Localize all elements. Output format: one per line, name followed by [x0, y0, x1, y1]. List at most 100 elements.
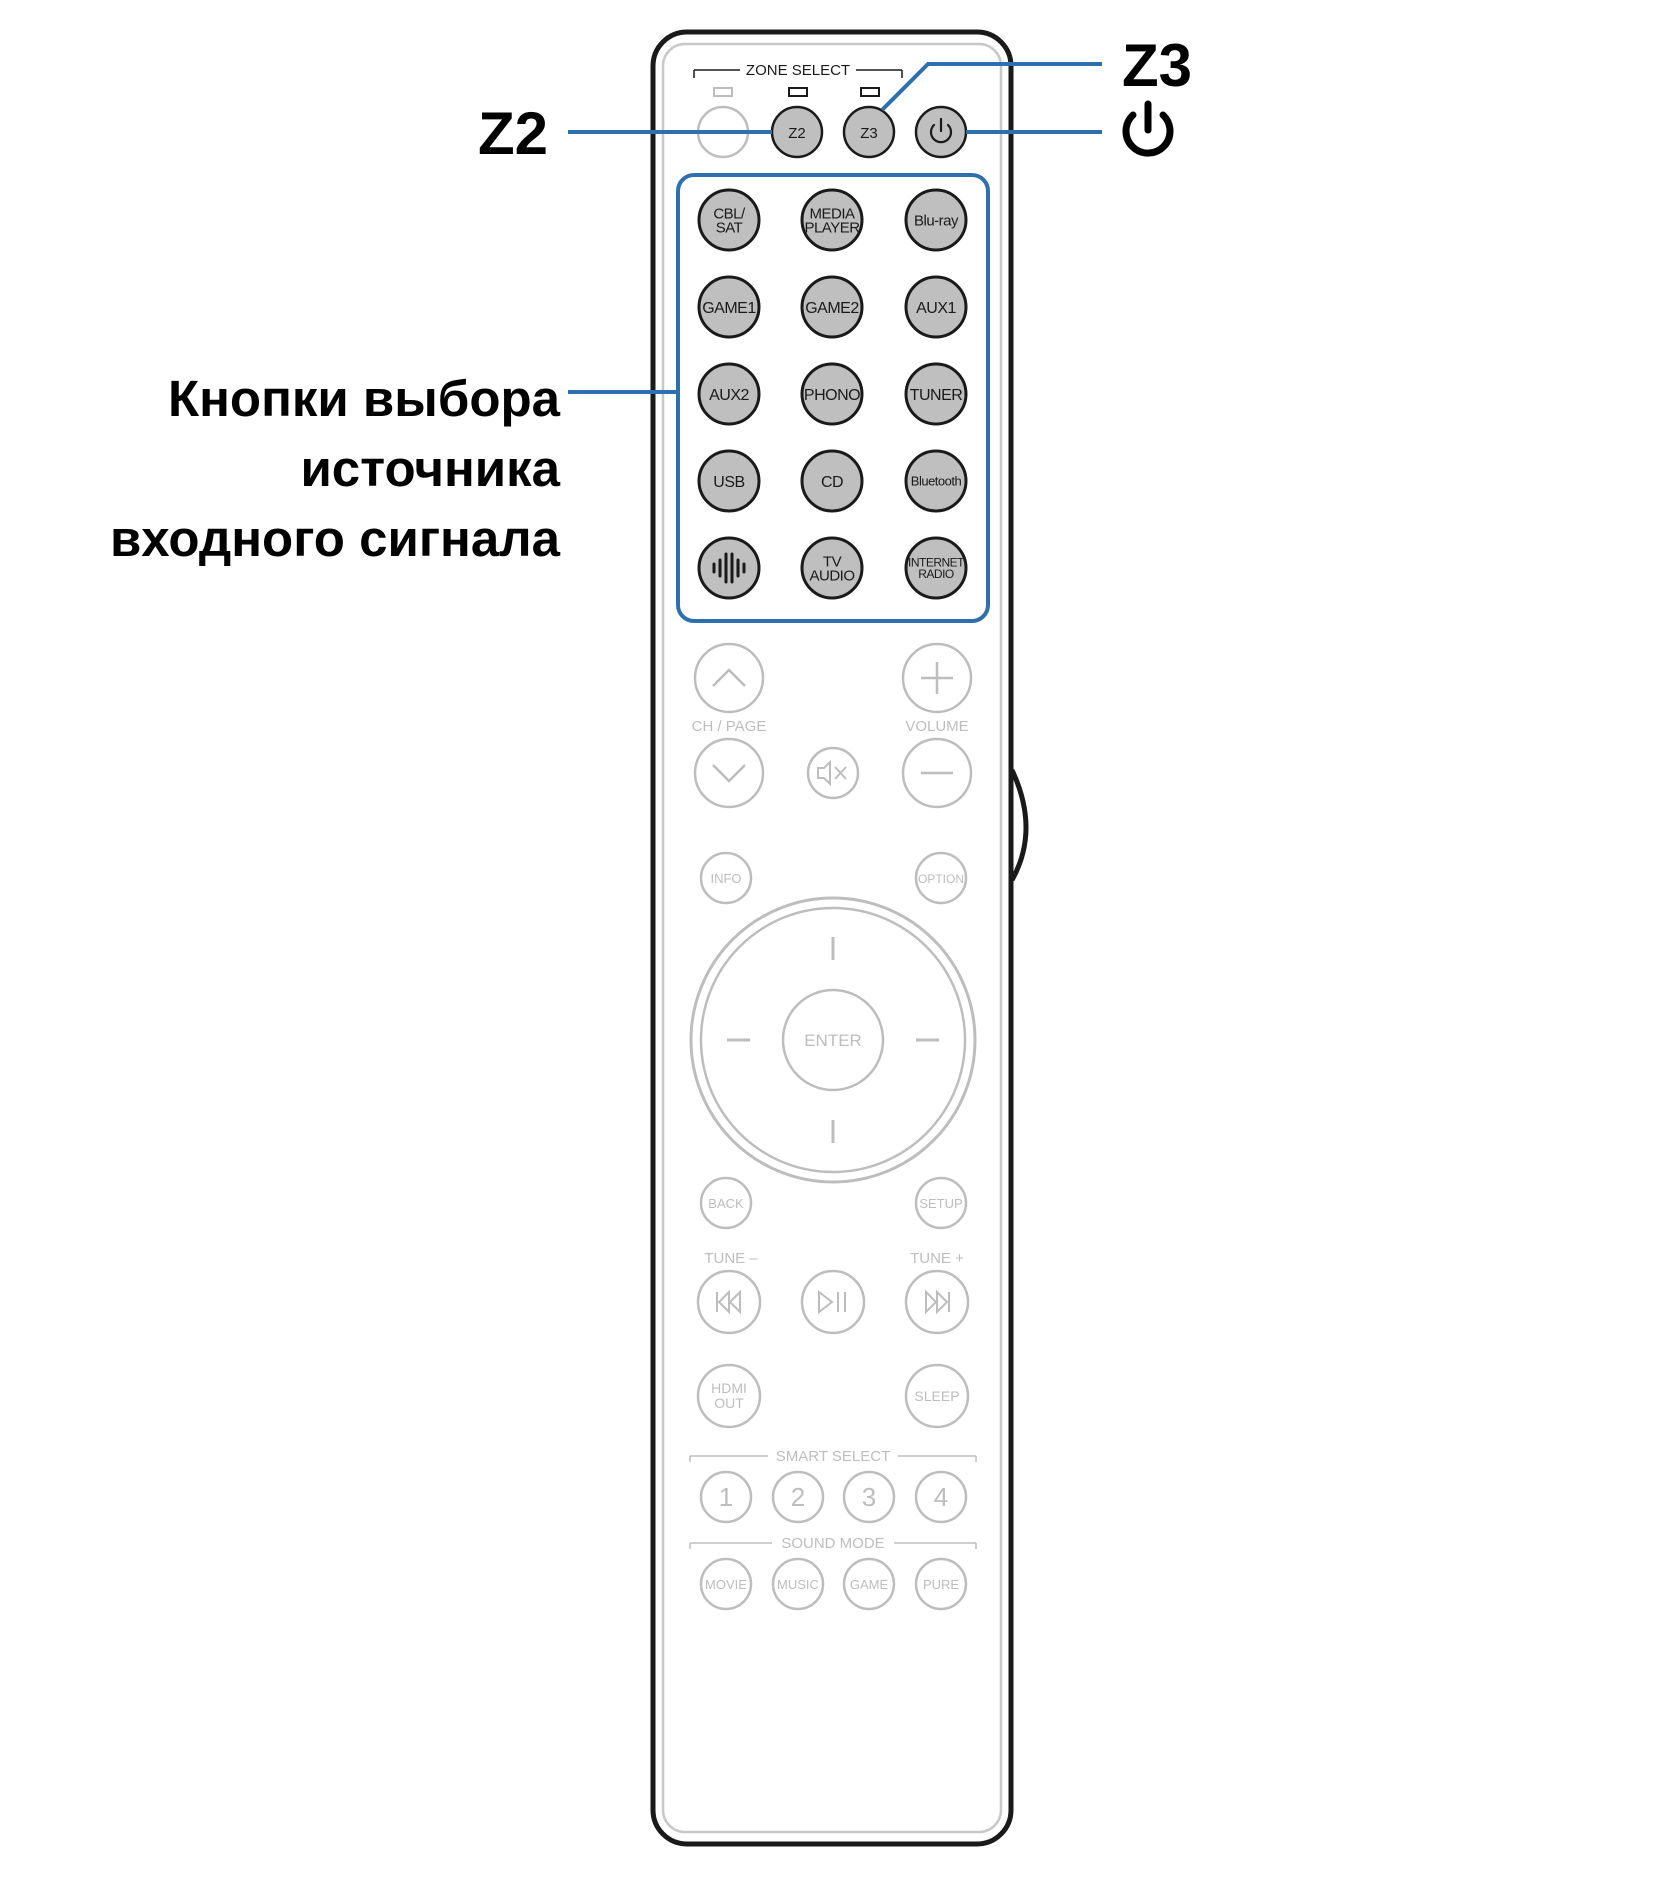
input-button-aux2-circle[interactable] [697, 362, 761, 426]
input-button-cbl-sat-label: SAT [716, 220, 743, 237]
input-button-game2[interactable]: GAME2 [800, 275, 864, 339]
smart-select-button-4-circle[interactable] [914, 1470, 968, 1524]
play-pause-button[interactable] [800, 1269, 866, 1335]
input-select-highlight [676, 173, 990, 623]
sound-mode-button-game[interactable]: GAME [842, 1557, 896, 1611]
sleep-label: SLEEP [914, 1388, 959, 1404]
input-button-game1[interactable]: GAME1 [697, 275, 761, 339]
input-button-bluetooth[interactable]: Bluetooth [904, 449, 968, 513]
mute-icon [817, 759, 847, 787]
input-button-cd-circle[interactable] [800, 449, 864, 513]
volume-down-button[interactable] [901, 737, 973, 809]
zone-select-label: ZONE SELECT [746, 62, 850, 79]
input-button-heos[interactable] [697, 536, 761, 600]
play-pause-icon [818, 1289, 846, 1315]
input-button-internet-radio-label: RADIO [918, 567, 954, 581]
input-button-usb[interactable]: USB [697, 449, 761, 513]
zone3-button-label: Z3 [860, 125, 878, 142]
skip-back-button[interactable] [696, 1269, 762, 1335]
tune-minus-label: TUNE – [704, 1250, 758, 1267]
smart-select-header [689, 1455, 977, 1462]
smart-select-button-2[interactable]: 2 [771, 1470, 825, 1524]
input-button-media-player-label: PLAYER [804, 220, 860, 237]
input-button-aux1-label: AUX1 [916, 300, 956, 317]
input-select-callout-line1: Кнопки выбора [167, 370, 560, 427]
power-callout [1118, 100, 1178, 162]
sound-mode-button-pure-circle[interactable] [914, 1557, 968, 1611]
ch-page-down-button[interactable] [693, 737, 765, 809]
input-button-bluetooth-circle[interactable] [904, 449, 968, 513]
volume-up-button[interactable] [901, 642, 973, 714]
main-zone-indicator [713, 87, 733, 97]
input-button-cbl-sat-label: CBL/ [713, 205, 746, 222]
input-button-game2-circle[interactable] [800, 275, 864, 339]
chevron-up-icon [712, 668, 746, 687]
input-button-cbl-sat-circle[interactable] [697, 188, 761, 252]
skip-forward-button[interactable] [904, 1269, 970, 1335]
input-button-cd[interactable]: CD [800, 449, 864, 513]
input-button-media-player-circle[interactable] [800, 188, 864, 252]
smart-select-label: SMART SELECT [776, 1448, 890, 1465]
sound-mode-label: SOUND MODE [781, 1535, 884, 1552]
input-button-blu-ray-label: Blu-ray [914, 212, 959, 229]
input-select-callout-line3: входного сигнала [109, 510, 560, 567]
smart-select-button-3-circle[interactable] [842, 1470, 896, 1524]
input-button-internet-radio-circle[interactable] [904, 536, 968, 600]
sound-mode-button-pure-label: PURE [923, 1577, 959, 1592]
input-button-tuner-circle[interactable] [904, 362, 968, 426]
sound-mode-button-movie-label: MOVIE [705, 1577, 747, 1592]
ch-page-up-button[interactable] [693, 642, 765, 714]
input-button-game1-circle[interactable] [697, 275, 761, 339]
input-button-aux2[interactable]: AUX2 [697, 362, 761, 426]
back-button[interactable] [699, 1176, 753, 1230]
sound-mode-button-movie[interactable]: MOVIE [699, 1557, 753, 1611]
setup-button[interactable] [914, 1176, 968, 1230]
input-button-aux1-circle[interactable] [904, 275, 968, 339]
zone2-indicator [788, 87, 808, 97]
input-button-tuner-label: TUNER [910, 387, 963, 404]
cursor-pad-ring[interactable] [699, 906, 967, 1174]
sound-mode-button-music[interactable]: MUSIC [771, 1557, 825, 1611]
hdmi-out-button[interactable] [696, 1363, 762, 1429]
input-button-heos-circle[interactable] [697, 536, 761, 600]
hdmi-out-label-line2: OUT [714, 1395, 744, 1411]
smart-select-button-4[interactable]: 4 [914, 1470, 968, 1524]
input-button-blu-ray[interactable]: Blu-ray [904, 188, 968, 252]
z3-callout: Z3 [1122, 32, 1193, 99]
input-button-cbl-sat[interactable]: CBL/SAT [697, 188, 761, 252]
mute-button[interactable] [806, 746, 860, 800]
smart-select-button-3[interactable]: 3 [842, 1470, 896, 1524]
input-button-aux1[interactable]: AUX1 [904, 275, 968, 339]
input-button-cd-label: CD [821, 474, 843, 491]
input-button-usb-circle[interactable] [697, 449, 761, 513]
sound-mode-button-music-circle[interactable] [771, 1557, 825, 1611]
smart-select-button-1[interactable]: 1 [699, 1470, 753, 1524]
input-button-phono-label: PHONO [804, 387, 860, 404]
zone2-button-label: Z2 [788, 125, 806, 142]
option-button[interactable] [914, 851, 968, 905]
zone-select-header: ZONE SELECT [693, 62, 903, 97]
sleep-button[interactable] [904, 1363, 970, 1429]
input-button-phono[interactable]: PHONO [800, 362, 864, 426]
setup-label: SETUP [919, 1196, 962, 1211]
input-button-phono-circle[interactable] [800, 362, 864, 426]
input-button-tv-audio-circle[interactable] [800, 536, 864, 600]
smart-select-button-2-circle[interactable] [771, 1470, 825, 1524]
enter-button[interactable] [781, 988, 885, 1092]
sound-mode-button-game-circle[interactable] [842, 1557, 896, 1611]
sound-mode-button-pure[interactable]: PURE [914, 1557, 968, 1611]
input-button-blu-ray-circle[interactable] [904, 188, 968, 252]
zone3-button[interactable] [842, 105, 896, 159]
input-button-bluetooth-label: Bluetooth [911, 474, 962, 489]
info-button[interactable] [699, 851, 753, 905]
sound-mode-button-movie-circle[interactable] [699, 1557, 753, 1611]
ch-page-label: CH / PAGE [692, 718, 767, 735]
input-button-tuner[interactable]: TUNER [904, 362, 968, 426]
smart-select-button-1-circle[interactable] [699, 1470, 753, 1524]
tune-plus-label: TUNE + [910, 1250, 964, 1267]
